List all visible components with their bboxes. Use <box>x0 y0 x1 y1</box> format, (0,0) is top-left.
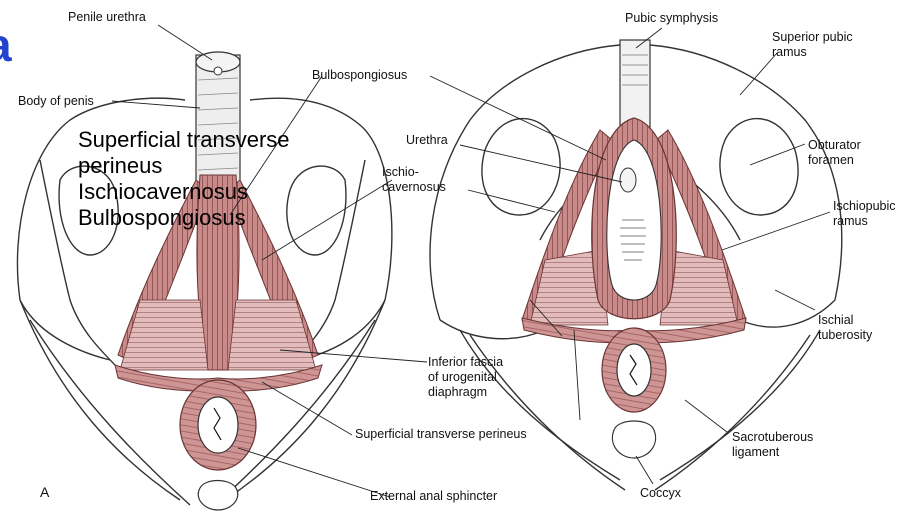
panel-letter: A <box>40 484 49 500</box>
female-coccyx <box>612 421 655 458</box>
male-urogenital-diaphragm <box>120 300 208 370</box>
overlay-line: Ischiocavernosus <box>78 179 290 205</box>
overlay-muscle-list: Superficial transverse perineus Ischioca… <box>78 127 290 231</box>
label-coccyx: Coccyx <box>640 486 681 501</box>
label-ischiopubic-ramus: Ischiopubic ramus <box>833 199 896 229</box>
label-ischio-cavernosus: Ischio- cavernosus <box>382 165 446 195</box>
label-sacrotuberous-ligament: Sacrotuberous ligament <box>732 430 813 460</box>
corner-glyph: a <box>0 20 12 70</box>
penile-urethra-opening <box>214 67 222 75</box>
label-external-anal-sphincter: External anal sphincter <box>370 489 497 504</box>
label-ischial-tuberosity: Ischial tuberosity <box>818 313 872 343</box>
overlay-line: perineus <box>78 153 290 179</box>
label-superior-pubic-ramus: Superior pubic ramus <box>772 30 853 60</box>
label-pubic-symphysis: Pubic symphysis <box>625 11 718 26</box>
overlay-line: Bulbospongiosus <box>78 205 290 231</box>
female-perineal-muscles <box>522 118 746 412</box>
female-urethra <box>620 168 636 192</box>
label-inferior-fascia: Inferior fascia of urogenital diaphragm <box>428 355 503 400</box>
label-urethra: Urethra <box>406 133 448 148</box>
label-obturator-foramen: Obturator foramen <box>808 138 861 168</box>
label-penile-urethra: Penile urethra <box>68 10 146 25</box>
overlay-line: Superficial transverse <box>78 127 290 153</box>
label-body-of-penis: Body of penis <box>18 94 94 109</box>
male-coccyx <box>198 481 238 511</box>
label-superficial-transverse-perineus: Superficial transverse perineus <box>355 427 527 442</box>
label-bulbospongiosus: Bulbospongiosus <box>312 68 407 83</box>
